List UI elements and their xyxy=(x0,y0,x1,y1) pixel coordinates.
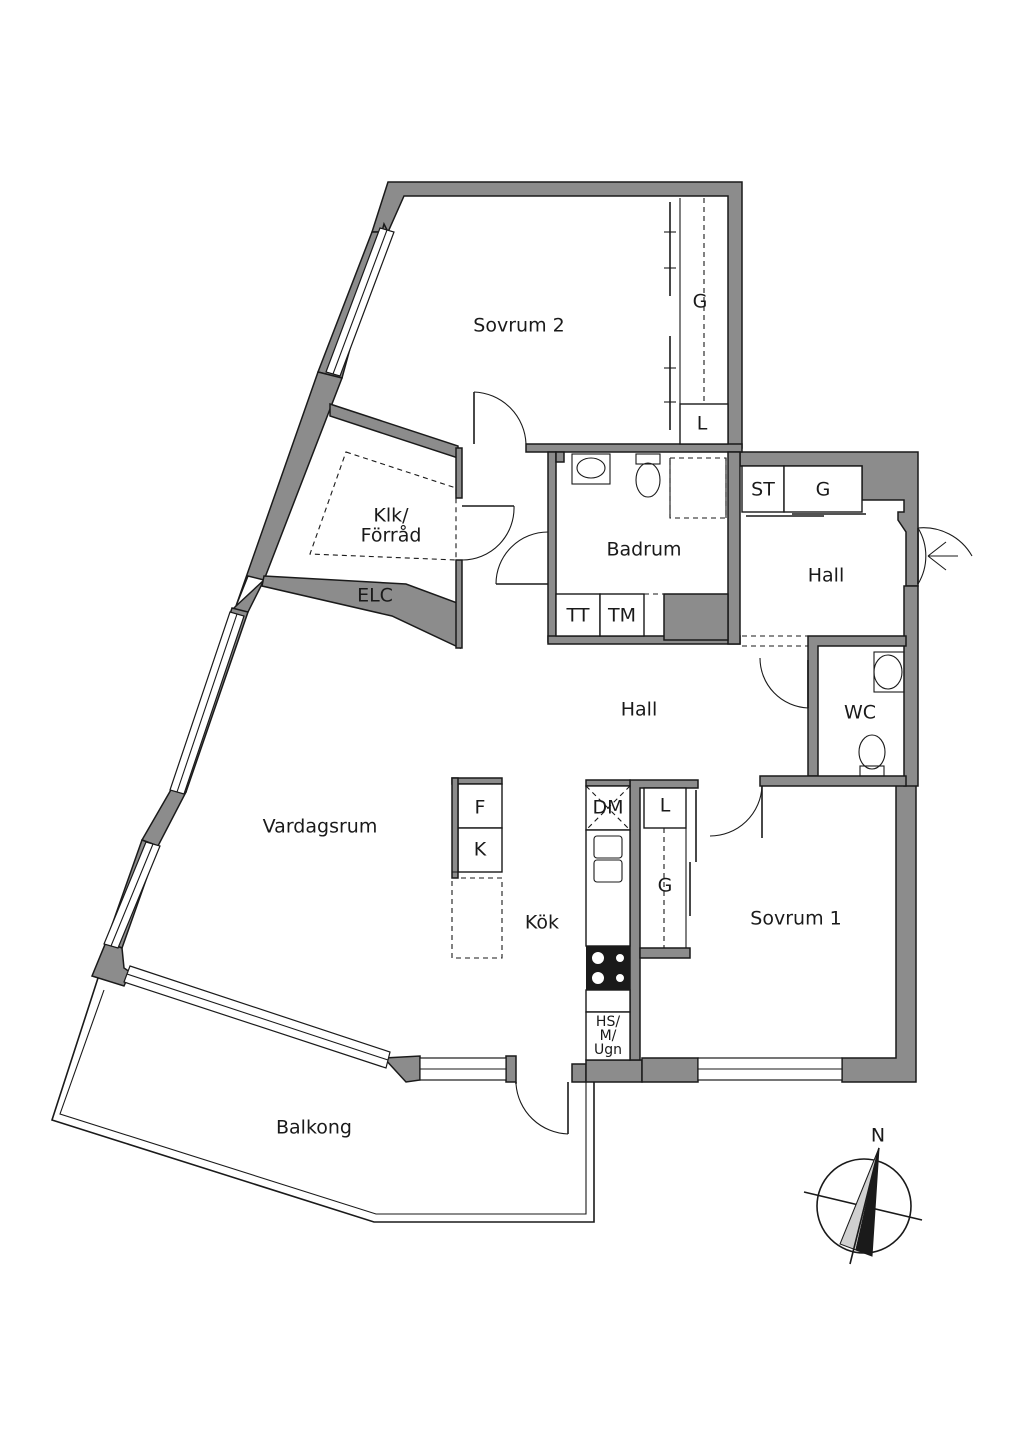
label-tt: TT xyxy=(566,605,590,627)
label-dm: DM xyxy=(592,797,623,819)
label-g-hall: G xyxy=(816,479,831,501)
label-sovrum2: Sovrum 2 xyxy=(473,315,564,337)
compass: N xyxy=(803,1125,923,1265)
label-hall-entry: Hall xyxy=(808,565,845,587)
label-hs-line1: HS/ xyxy=(596,1014,620,1030)
label-st: ST xyxy=(751,479,775,501)
label-k: K xyxy=(474,839,487,861)
doors xyxy=(461,391,973,1135)
label-wc: WC xyxy=(844,702,876,724)
label-hall-main: Hall xyxy=(621,699,658,721)
label-g-sovrum1: G xyxy=(658,875,673,897)
label-l-sovrum2: L xyxy=(697,413,708,435)
label-hs-line2: M/ xyxy=(600,1028,617,1044)
label-klk-line2: Förråd xyxy=(361,524,422,547)
balcony-outline xyxy=(50,977,595,1223)
label-badrum: Badrum xyxy=(606,539,681,561)
label-hs-line3: Ugn xyxy=(594,1042,622,1058)
inner-walls xyxy=(261,402,907,1061)
label-l-sovrum1: L xyxy=(660,795,671,817)
label-g-sovrum2: G xyxy=(693,291,708,313)
fixture-labels: G L TT TM ST G F K DM L G HS/ M/ Ugn xyxy=(474,291,831,1059)
label-f: F xyxy=(475,797,486,819)
label-sovrum1: Sovrum 1 xyxy=(750,908,841,930)
room-labels: Sovrum 2 Klk/ Förråd ELC Badrum Hall Hal… xyxy=(263,315,876,1139)
fixtures xyxy=(309,198,905,1061)
label-elc: ELC xyxy=(357,585,393,607)
label-kok: Kök xyxy=(525,912,559,934)
label-balkong: Balkong xyxy=(276,1117,352,1139)
label-klk-line1: Klk/ xyxy=(373,505,409,527)
compass-needle-dark xyxy=(855,1147,880,1257)
label-tm: TM xyxy=(607,605,636,627)
windows xyxy=(103,227,843,1081)
label-vardagsrum: Vardagsrum xyxy=(263,816,378,838)
compass-north-label: N xyxy=(871,1125,885,1147)
